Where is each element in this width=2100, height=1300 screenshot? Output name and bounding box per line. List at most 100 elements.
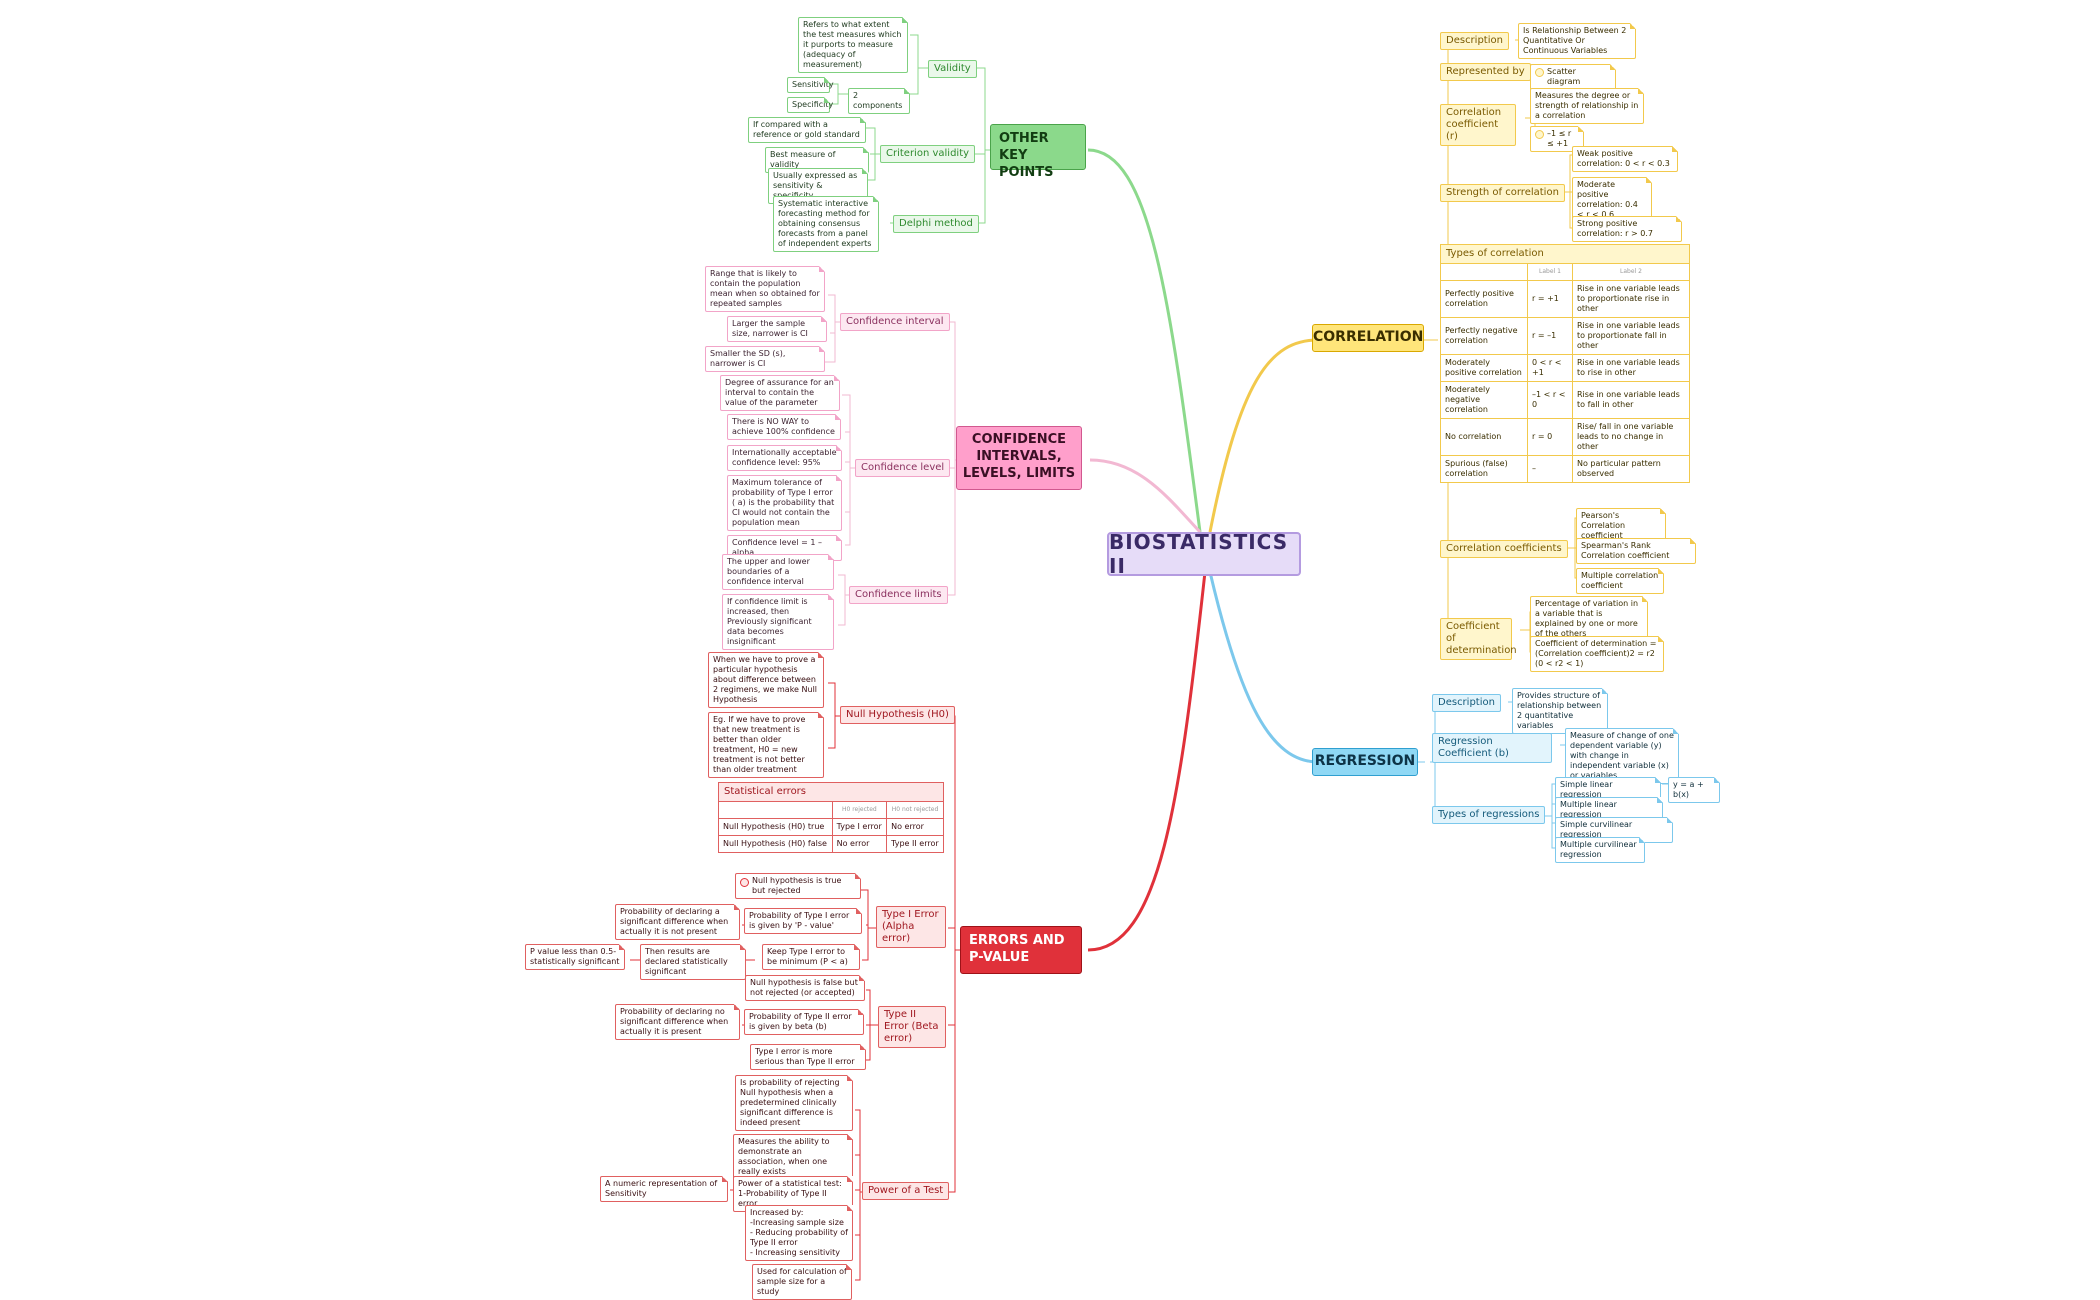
- branch-line-errors: [1087, 571, 1207, 952]
- power-sub: A numeric representation of Sensitivity: [600, 1176, 728, 1202]
- statistical-errors-table: Statistical errors H0 rejected H0 not re…: [718, 782, 944, 853]
- table-cell: No correlation: [1440, 418, 1528, 456]
- subtopic-confidence-limits[interactable]: Confidence limits: [849, 586, 948, 604]
- subtopic-power-of-test[interactable]: Power of a Test: [862, 1182, 950, 1200]
- subtopic-confidence-interval[interactable]: Confidence interval: [840, 313, 950, 331]
- table-cell: r = 0: [1527, 418, 1573, 456]
- criterion-note-1: If compared with a reference or gold sta…: [748, 117, 866, 143]
- coef-note-1: Measures the degree or strength of relat…: [1530, 88, 1644, 124]
- reg-type-4: Multiple curvilinear regression: [1555, 837, 1645, 863]
- sensitivity-note: Sensitivity: [787, 77, 834, 93]
- ci-limits-note-1: The upper and lower boundaries of a conf…: [722, 554, 834, 590]
- table-cell: 0 < r < +1: [1527, 354, 1573, 382]
- branch-line-correlation: [1208, 338, 1319, 533]
- table-cell: Rise/ fall in one variable leads to no c…: [1572, 418, 1690, 456]
- power-note-4: Increased by: -Increasing sample size - …: [745, 1205, 853, 1261]
- statistical-errors-caption: Statistical errors: [718, 782, 944, 801]
- subtopic-delphi-method[interactable]: Delphi method: [893, 215, 979, 233]
- table-cell: No particular pattern observed: [1572, 455, 1690, 483]
- null-note-2: Eg. If we have to prove that new treatme…: [708, 712, 824, 778]
- subtopic-reg-description[interactable]: Description: [1432, 694, 1501, 712]
- table-cell: Moderately positive correlation: [1440, 354, 1528, 382]
- subtopic-correlation-coefficients[interactable]: Correlation coefficients: [1440, 540, 1568, 558]
- ci-interval-note-1: Range that is likely to contain the popu…: [705, 266, 825, 312]
- subtopic-null-hypothesis[interactable]: Null Hypothesis (H0): [840, 706, 955, 724]
- ci-level-note-4: Maximum tolerance of probability of Type…: [727, 475, 842, 531]
- table-cell: Moderately negative correlation: [1440, 381, 1528, 419]
- ci-level-note-1: Degree of assurance for an interval to c…: [720, 375, 840, 411]
- table-cell: Rise in one variable leads to proportion…: [1572, 317, 1690, 355]
- subtopic-regression-coefficient[interactable]: Regression Coefficient (b): [1432, 733, 1552, 763]
- type2-note-2: Probability of Type II error is given by…: [744, 1009, 864, 1035]
- table-header-cell: H0 not rejected: [886, 801, 944, 819]
- subtopic-validity[interactable]: Validity: [928, 60, 977, 78]
- type1-sub-3: P value less than 0.5-statistically sign…: [525, 944, 625, 970]
- topic-errors-p-value[interactable]: ERRORS AND P-VALUE: [960, 926, 1082, 974]
- subtopic-represented-by[interactable]: Represented by: [1440, 63, 1531, 81]
- subtopic-criterion-validity[interactable]: Criterion validity: [880, 145, 976, 163]
- determination-note-1: Percentage of variation in a variable th…: [1530, 596, 1648, 642]
- subtopic-type1-error[interactable]: Type I Error (Alpha error): [876, 906, 946, 948]
- subtopic-type2-error[interactable]: Type II Error (Beta error): [878, 1006, 946, 1048]
- ci-interval-note-3: Smaller the SD (s), narrower is CI: [705, 346, 825, 372]
- types-caption: Types of correlation: [1440, 244, 1690, 263]
- type1-sub-1: Probability of declaring a significant d…: [615, 904, 740, 940]
- table-cell: Type I error: [831, 818, 888, 836]
- type1-note-1-text: Null hypothesis is true but rejected: [752, 876, 842, 895]
- ci-interval-note-2: Larger the sample size, narrower is CI: [727, 316, 827, 342]
- determination-note-2: Coefficient of determination = (Correlat…: [1530, 636, 1664, 672]
- topic-other-key-points[interactable]: OTHER KEY POINTS: [990, 124, 1086, 180]
- subtopic-strength[interactable]: Strength of correlation: [1440, 184, 1565, 202]
- power-note-1: Is probability of rejecting Null hypothe…: [735, 1075, 853, 1131]
- branch-line-regression: [1208, 571, 1319, 764]
- table-cell: No error: [886, 818, 944, 836]
- table-cell: Spurious (false) correlation: [1440, 455, 1528, 483]
- table-cell: –1 < r < 0: [1527, 381, 1573, 419]
- components-note: 2 components: [848, 88, 910, 114]
- table-row: Moderately negative correlation–1 < r < …: [1440, 381, 1690, 419]
- table-cell: Null Hypothesis (H0) false: [718, 835, 833, 853]
- represented-text: Scatter diagram: [1547, 67, 1581, 86]
- coef-range-text: –1 ≤ r ≤ +1: [1547, 129, 1572, 148]
- table-header-cell: H0 rejected: [831, 801, 888, 819]
- description-note: Is Relationship Between 2 Quantitative O…: [1518, 23, 1636, 59]
- subtopic-correlation-coefficient[interactable]: Correlation coefficient (r): [1440, 104, 1516, 146]
- root-topic[interactable]: BIOSTATISTICS II: [1107, 530, 1301, 578]
- coefs-note-3: Multiple correlation coefficient: [1576, 568, 1664, 594]
- table-cell: –: [1527, 455, 1573, 483]
- subtopic-types-of-regressions[interactable]: Types of regressions: [1432, 806, 1546, 824]
- table-cell: r = +1: [1527, 280, 1573, 318]
- table-cell: Rise in one variable leads to rise in ot…: [1572, 354, 1690, 382]
- delphi-note: Systematic interactive forecasting metho…: [773, 196, 879, 252]
- table-row: Spurious (false) correlation–No particul…: [1440, 455, 1690, 483]
- table-cell: Null Hypothesis (H0) true: [718, 818, 833, 836]
- strength-note-1: Weak positive correlation: 0 < r < 0.3: [1572, 146, 1678, 172]
- type1-note-1: Null hypothesis is true but rejected: [735, 873, 861, 899]
- table-row: Null Hypothesis (H0) true Type I error N…: [718, 818, 944, 836]
- subtopic-coefficient-of-determination[interactable]: Coefficient of determination: [1440, 618, 1517, 660]
- type2-sub: Probability of declaring no significant …: [615, 1004, 740, 1040]
- topic-confidence[interactable]: CONFIDENCE INTERVALS, LEVELS, LIMITS: [956, 426, 1082, 490]
- subtopic-description[interactable]: Description: [1440, 32, 1509, 50]
- specificity-note: Specificity: [787, 97, 833, 113]
- subtopic-confidence-level[interactable]: Confidence level: [855, 459, 951, 477]
- table-header-cell: Label 2: [1572, 263, 1690, 281]
- table-row: Null Hypothesis (H0) false No error Type…: [718, 835, 944, 853]
- type2-note-1: Null hypothesis is false but not rejecte…: [745, 975, 865, 1001]
- topic-correlation[interactable]: CORRELATION: [1312, 324, 1424, 352]
- topic-regression[interactable]: REGRESSION: [1312, 748, 1418, 776]
- strength-note-3: Strong positive correlation: r > 0.7: [1572, 216, 1682, 242]
- ci-limits-note-2: If confidence limit is increased, then P…: [722, 594, 834, 650]
- ci-level-note-2: There is NO WAY to achieve 100% confiden…: [727, 414, 841, 440]
- table-cell: Perfectly negative correlation: [1440, 317, 1528, 355]
- validity-note: Refers to what extent the test measures …: [798, 17, 908, 73]
- table-header-cell: [1440, 263, 1528, 281]
- type2-note-3: Type I error is more serious than Type I…: [750, 1044, 866, 1070]
- reg-formula: y = a + b(x): [1668, 777, 1720, 803]
- marker-icon: [740, 878, 749, 887]
